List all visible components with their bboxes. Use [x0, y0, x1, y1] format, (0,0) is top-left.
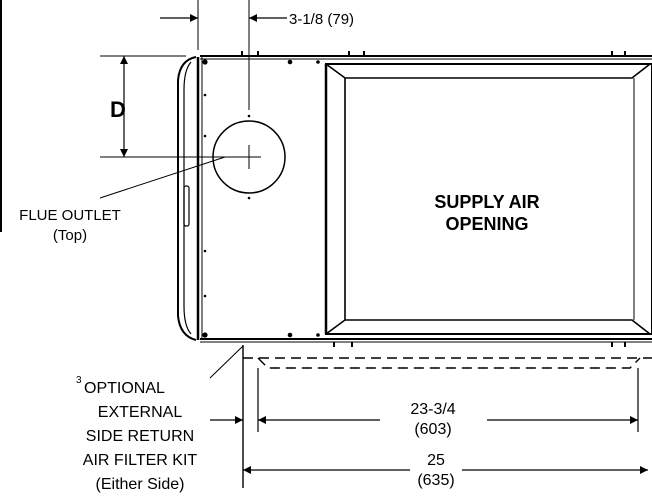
overall-width-dimension [210, 416, 648, 474]
supply-air-label-line1: SUPPLY AIR [434, 192, 539, 212]
optional-kit-label-line4: AIR FILTER KIT [83, 452, 198, 469]
flue-outlet-label-line2: (Top) [53, 227, 87, 244]
inner-width-fraction: 23-3/4 [410, 401, 455, 418]
furnace-body [177, 51, 652, 347]
optional-kit-label-line1: OPTIONAL [84, 380, 165, 397]
overall-width-mm: (635) [417, 472, 454, 489]
optional-kit-leader [209, 345, 244, 379]
top-offset-dimension-text: 3-1/8 (79) [289, 11, 354, 28]
inner-width-mm: (603) [414, 421, 451, 438]
overall-width-fraction: 25 [427, 452, 445, 469]
supply-air-label-line2: OPENING [445, 214, 528, 234]
flue-outlet-label-line1: FLUE OUTLET [19, 207, 121, 224]
d-dimension [100, 55, 237, 158]
supply-air-opening [324, 63, 652, 335]
optional-kit-label-line2: EXTERNAL [98, 404, 183, 421]
d-dimension-label: D [110, 97, 126, 122]
optional-kit-label-line5: (Either Side) [96, 476, 185, 493]
optional-kit-label-line3: SIDE RETURN [86, 428, 194, 445]
optional-kit-footnote-mark: 3 [76, 375, 82, 386]
flue-outlet-leader [99, 156, 226, 199]
top-offset-dimension [160, 0, 287, 50]
